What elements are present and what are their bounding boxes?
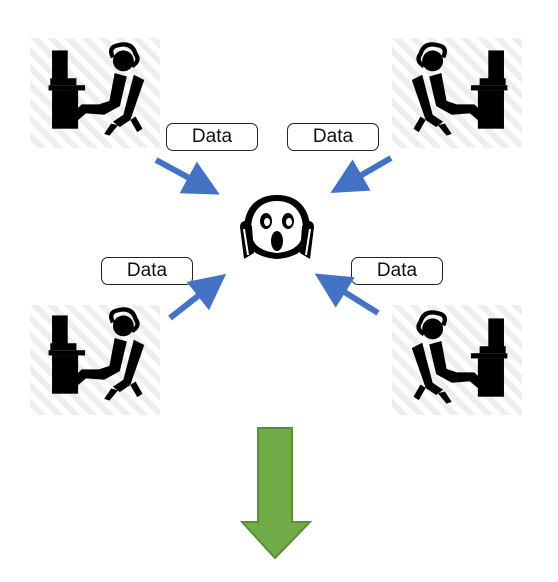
- data-label-bottom-left: Data: [101, 257, 193, 285]
- person-at-computer-icon: [392, 308, 522, 408]
- arrow-top-right: [330, 155, 393, 194]
- person-at-computer-bottom-left: [34, 305, 164, 405]
- person-at-computer-bottom-right: [392, 308, 522, 408]
- data-label-top-left: Data: [166, 123, 258, 151]
- person-at-computer-icon: [34, 40, 164, 140]
- person-at-computer-icon: [34, 305, 164, 405]
- person-at-computer-top-right: [392, 40, 522, 140]
- person-at-computer-icon: [392, 40, 522, 140]
- arrow-bottom-right: [314, 273, 380, 316]
- arrow-top-left: [154, 157, 220, 195]
- screaming-face-icon: [240, 195, 314, 259]
- data-label-top-right: Data: [287, 123, 379, 151]
- person-at-computer-top-left: [34, 40, 164, 140]
- data-label-bottom-right: Data: [351, 257, 443, 285]
- down-arrow-icon: [240, 427, 312, 560]
- arrow-bottom-left: [168, 273, 227, 321]
